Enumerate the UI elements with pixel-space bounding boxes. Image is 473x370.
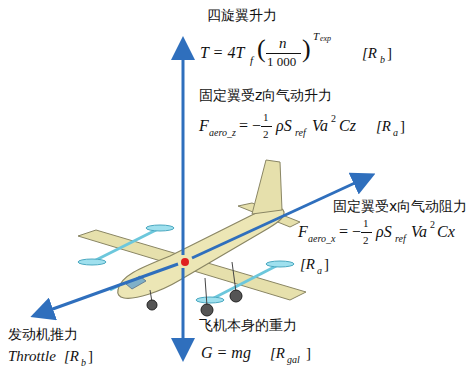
rotors	[78, 225, 294, 303]
formula-subscript: a	[393, 127, 398, 138]
force-title: 固定翼受x向气动阻力	[333, 199, 467, 214]
frame-label: ]	[306, 345, 311, 362]
formula-subscript: f	[250, 54, 253, 66]
formula-part: T = 4T	[200, 44, 244, 62]
formula-part: 1 000	[267, 55, 296, 69]
formula-part: ρS	[276, 117, 292, 135]
formula-subscript: b	[380, 54, 385, 65]
formula-subscript: ref	[395, 233, 406, 244]
frame-label: [R	[300, 256, 315, 273]
formula-paren: (	[257, 35, 266, 64]
formula-subscript: aero_z	[209, 127, 236, 138]
formula-part: 1	[363, 217, 369, 229]
formula-superscript: 2	[430, 219, 435, 230]
formula-part: = −	[339, 223, 361, 241]
formula-part: Va	[312, 117, 328, 135]
formula-subscript: ref	[295, 127, 306, 138]
center-of-gravity	[181, 258, 189, 266]
formula-part: = −	[239, 117, 261, 135]
frame-label: ]	[400, 118, 405, 135]
formula-superscript: exp	[320, 35, 331, 44]
force-title: 飞机本身的重力	[199, 318, 297, 333]
frame-label: [R	[270, 345, 285, 362]
frame-label: [R	[362, 45, 377, 62]
frame-label: ]	[88, 348, 93, 365]
formula-subscript: b	[81, 357, 86, 368]
force-title: 四旋翼升力	[207, 8, 277, 23]
formula-subscript: a	[317, 265, 322, 276]
frame-label: ]	[387, 45, 392, 62]
formula-part: F	[199, 117, 209, 135]
formula-part: 2	[263, 128, 269, 140]
formula-part: Va	[411, 223, 427, 241]
formula-part: ρS	[376, 223, 392, 241]
formula-subscript: aero_x	[308, 233, 335, 244]
formula-part: Cz	[339, 117, 356, 135]
force-title: 固定翼受z向气动升力	[199, 88, 332, 103]
force-arrows	[36, 42, 370, 356]
formula-part: Throttle	[8, 348, 56, 365]
formula-part: F	[298, 223, 308, 241]
frame-label: ]	[324, 256, 329, 273]
vertical-tail	[252, 160, 282, 214]
formula-superscript: T	[313, 30, 319, 42]
formula-part: 2	[363, 234, 369, 246]
formula-part: n	[279, 35, 287, 52]
formula-part: G = mg	[201, 344, 251, 362]
frame-label: [R	[376, 118, 391, 135]
formula-part: Cx	[437, 223, 455, 241]
frame-label: [R	[64, 348, 79, 365]
formula-superscript: 2	[331, 113, 336, 124]
formula-part: 1	[263, 111, 269, 123]
force-title: 发动机推力	[8, 327, 78, 342]
formula-subscript: gal	[287, 354, 300, 365]
formula-paren: )	[302, 35, 311, 64]
